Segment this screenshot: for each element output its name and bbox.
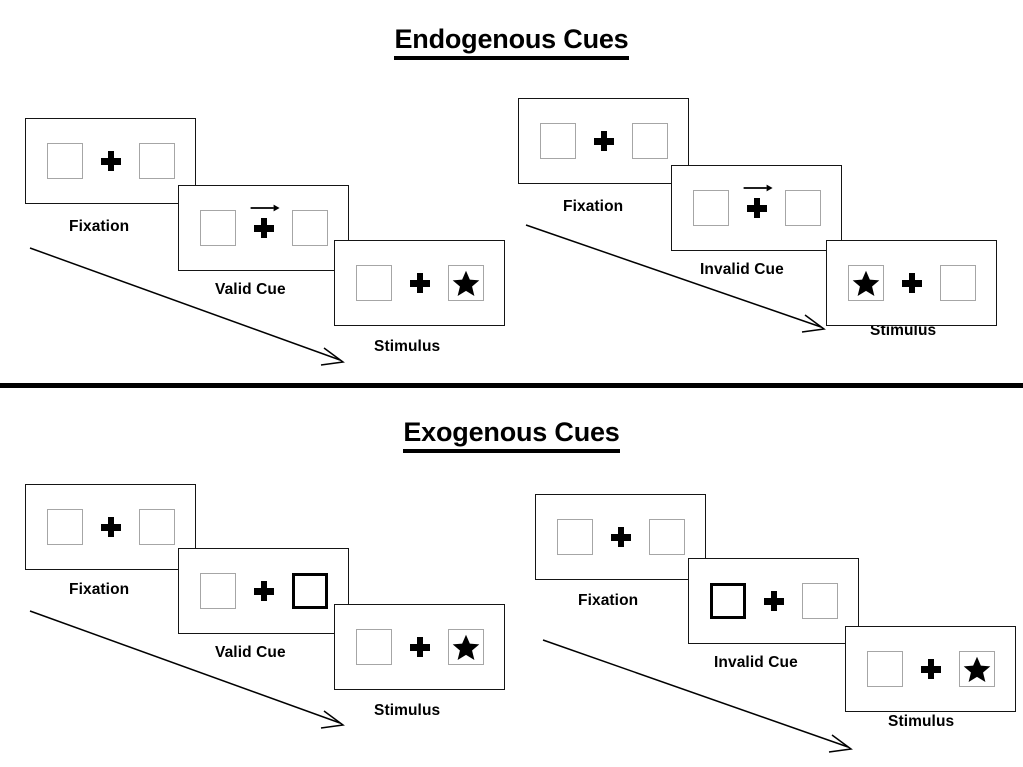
timeline-arrow-exogenous-invalid (542, 639, 853, 753)
placeholder-box-right (648, 519, 685, 555)
placeholder-box-right (801, 583, 838, 619)
placeholder-box-left (866, 651, 903, 687)
arrow-right-cue-icon (250, 204, 280, 212)
frame-exogenous-valid-fixation (25, 484, 196, 570)
placeholder-box-right (939, 265, 976, 301)
target-box-right (447, 265, 484, 301)
placeholder-box-left (692, 190, 729, 226)
placeholder-box-left (199, 210, 236, 246)
cued-box-right (291, 573, 328, 609)
frame-label-endogenous-valid-stimulus: Stimulus (374, 338, 441, 355)
star-icon (963, 656, 990, 682)
frame-label-endogenous-invalid-cue: Invalid Cue (700, 261, 784, 278)
frame-label-endogenous-invalid-fixation: Fixation (563, 198, 624, 215)
frame-label-endogenous-valid-fixation: Fixation (69, 218, 130, 235)
placeholder-box-right (138, 143, 175, 179)
frame-label-exogenous-invalid-stimulus: Stimulus (888, 713, 955, 730)
frame-label-endogenous-invalid-stimulus: Stimulus (870, 322, 937, 339)
frame-exogenous-invalid-fixation (535, 494, 706, 580)
fixation-cross-icon (763, 591, 784, 611)
frame-endogenous-valid-fixation (25, 118, 196, 204)
section-title-exogenous-text: Exogenous Cues (403, 417, 620, 453)
fixation-cross-icon (409, 273, 430, 293)
placeholder-box-left (199, 573, 236, 609)
frame-endogenous-valid-stimulus (334, 240, 505, 326)
placeholder-box-left (355, 265, 392, 301)
frame-endogenous-valid-cue (178, 185, 349, 271)
placeholder-box-left (539, 123, 576, 159)
target-box-right (447, 629, 484, 665)
placeholder-box-left (46, 143, 83, 179)
section-title-exogenous: Exogenous Cues (0, 417, 1023, 453)
fixation-cross-icon (610, 527, 631, 547)
placeholder-box-left (556, 519, 593, 555)
fixation-cross-icon (593, 131, 614, 151)
fixation-cross-icon (253, 581, 274, 601)
placeholder-box-right (631, 123, 668, 159)
section-title-endogenous: Endogenous Cues (0, 24, 1023, 60)
frame-exogenous-valid-cue (178, 548, 349, 634)
placeholder-box-left (355, 629, 392, 665)
arrow-right-cue-icon (743, 184, 773, 192)
fixation-cross-icon (100, 517, 121, 537)
placeholder-box-right (291, 210, 328, 246)
star-icon (452, 270, 479, 296)
star-icon (452, 634, 479, 660)
cued-box-left (709, 583, 746, 619)
fixation-cross-icon (409, 637, 430, 657)
frame-endogenous-invalid-cue (671, 165, 842, 251)
fixation-cross-icon (901, 273, 922, 293)
placeholder-box-right (784, 190, 821, 226)
frame-endogenous-invalid-stimulus (826, 240, 997, 326)
placeholder-box-right (138, 509, 175, 545)
fixation-cross-icon (250, 204, 280, 238)
frame-label-exogenous-invalid-fixation: Fixation (578, 592, 639, 609)
section-divider (0, 383, 1023, 388)
fixation-cross-icon (100, 151, 121, 171)
star-icon (852, 270, 879, 296)
frame-exogenous-valid-stimulus (334, 604, 505, 690)
frame-label-endogenous-valid-cue: Valid Cue (215, 281, 286, 298)
placeholder-box-left (46, 509, 83, 545)
frame-label-exogenous-valid-fixation: Fixation (69, 581, 130, 598)
target-box-right (958, 651, 995, 687)
fixation-cross-icon (743, 184, 773, 218)
frame-endogenous-invalid-fixation (518, 98, 689, 184)
frame-exogenous-invalid-stimulus (845, 626, 1016, 712)
frame-exogenous-invalid-cue (688, 558, 859, 644)
frame-label-exogenous-valid-stimulus: Stimulus (374, 702, 441, 719)
frame-label-exogenous-invalid-cue: Invalid Cue (714, 654, 798, 671)
section-title-endogenous-text: Endogenous Cues (394, 24, 629, 60)
target-box-left (847, 265, 884, 301)
fixation-cross-icon (920, 659, 941, 679)
frame-label-exogenous-valid-cue: Valid Cue (215, 644, 286, 661)
